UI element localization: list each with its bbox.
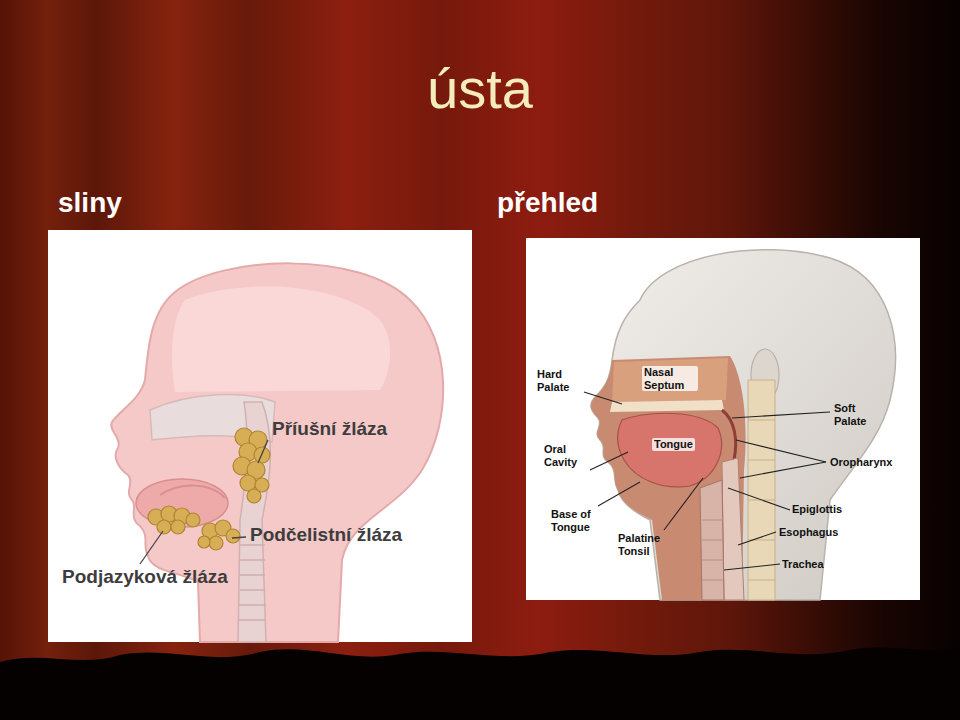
panel-heading: přehled bbox=[497, 188, 598, 219]
part-label: Trachea bbox=[782, 558, 824, 571]
part-label: Hard Palate bbox=[537, 368, 581, 393]
part-label: Soft Palate bbox=[834, 402, 878, 427]
part-label: Příušní žláza bbox=[272, 418, 387, 440]
part-label: Esophagus bbox=[779, 526, 838, 539]
part-label: Oral Cavity bbox=[544, 443, 588, 468]
part-label: Podjazyková žláza bbox=[62, 566, 228, 588]
part-label: Tongue bbox=[652, 438, 695, 451]
slide-title: ústa bbox=[427, 58, 533, 120]
part-label: Base of Tongue bbox=[551, 508, 601, 533]
part-label: Oropharynx bbox=[830, 456, 892, 469]
part-label: Nasal Septum bbox=[642, 366, 698, 391]
part-label: Palatine Tonsil bbox=[618, 532, 672, 557]
part-label: Podčelistní žláza bbox=[250, 524, 402, 546]
panel-heading: sliny bbox=[58, 188, 122, 219]
part-label: Epiglottis bbox=[792, 503, 842, 516]
